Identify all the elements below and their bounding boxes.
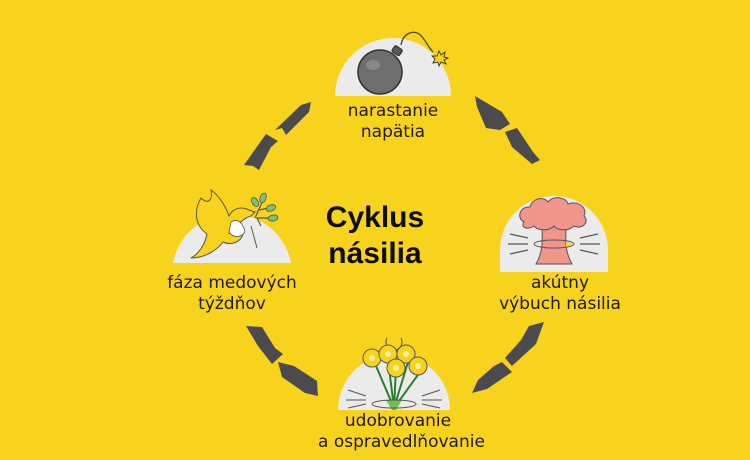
stage-label-line: udobrovanie (344, 411, 452, 431)
stage-label-line: týždňov (198, 294, 266, 314)
stage-label-line: narastanie (347, 101, 439, 121)
arrow-left-to-top-icon (244, 102, 311, 170)
stage-label-top: narastanie napätia (323, 101, 463, 143)
title-line-2: násilia (328, 237, 422, 270)
diagram-title: Cyklus násilia (300, 200, 450, 272)
arrow-right-to-bottom-icon (472, 322, 544, 393)
stage-label-line: napätia (360, 122, 426, 142)
bomb-icon (335, 31, 451, 96)
stage-label-right: akútny výbuch násilia (490, 273, 630, 315)
arrow-bottom-to-left-icon (246, 326, 318, 396)
stage-label-line: a ospravedlňovanie (318, 432, 485, 452)
arrow-top-to-right-icon (475, 96, 540, 164)
stage-label-left: fáza medových týždňov (148, 273, 316, 315)
stage-label-line: výbuch násilia (499, 294, 621, 314)
dove-icon (173, 188, 291, 263)
stage-label-line: fáza medových (167, 273, 297, 293)
stage-label-bottom: udobrovanie a ospravedlňovanie (318, 411, 485, 453)
mushroom-cloud-icon (500, 196, 608, 272)
flower-bouquet-icon (338, 338, 450, 410)
title-line-1: Cyklus (325, 201, 425, 234)
stage-label-line: akútny (530, 273, 589, 293)
